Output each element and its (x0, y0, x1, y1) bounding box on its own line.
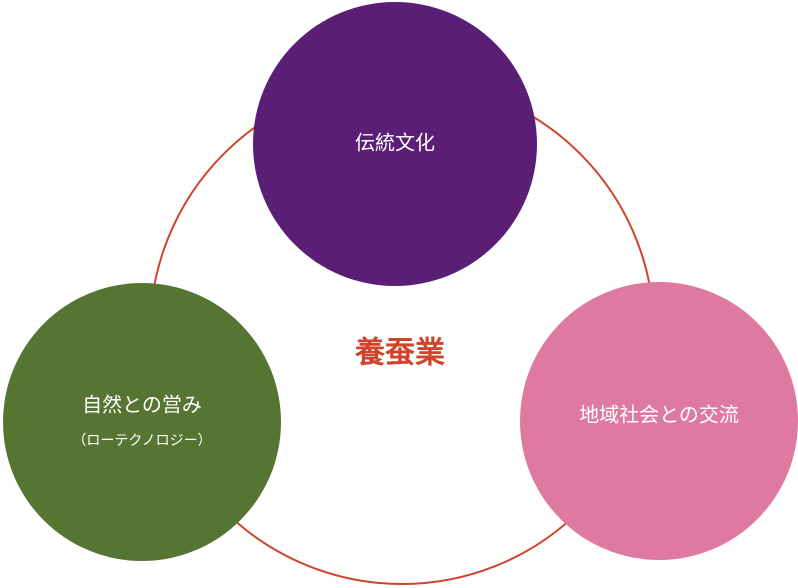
node-tradition: 伝統文化 (253, 2, 537, 286)
node-community: 地域社会との交流 (520, 282, 798, 560)
node-tradition-label: 伝統文化 (355, 131, 435, 155)
node-nature-sublabel: （ローテクノロジー） (72, 433, 211, 449)
node-community-label: 地域社会との交流 (579, 403, 739, 427)
node-community-circle (520, 282, 798, 560)
center-label: 養蚕業 (354, 336, 445, 371)
node-nature-label: 自然との営み (82, 393, 202, 417)
node-nature-circle (3, 283, 281, 561)
node-nature: 自然との営み （ローテクノロジー） (3, 283, 281, 561)
node-tradition-circle (253, 2, 537, 286)
